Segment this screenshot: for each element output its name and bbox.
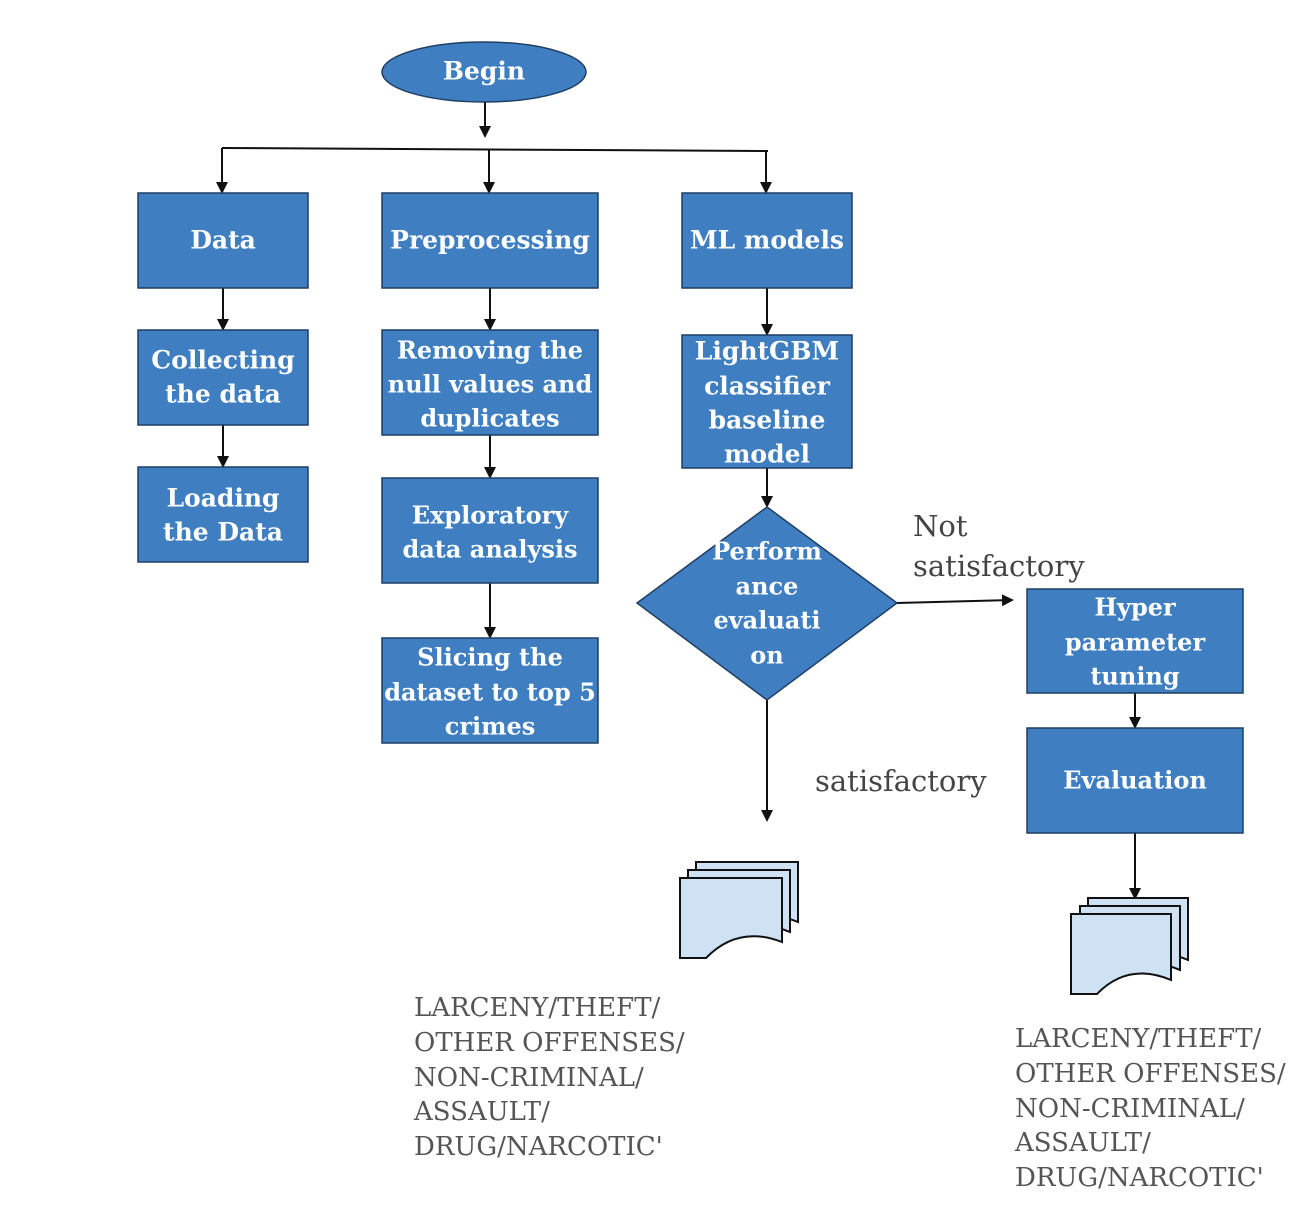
lightgbm-line-2: classifier [704, 372, 831, 401]
output-left-item: LARCENY/THEFT/ [414, 993, 661, 1023]
satisfactory-label: satisfactory [815, 764, 987, 798]
split-horizontal-line [221, 147, 769, 152]
output-list-left: LARCENY/THEFT/ OTHER OFFENSES/ NON-CRIMI… [413, 993, 685, 1162]
output-left-item: NON-CRIMINAL/ [414, 1063, 644, 1093]
output-right-item: OTHER OFFENSES/ [1015, 1059, 1286, 1089]
performance-line-3: evaluati [713, 606, 820, 635]
arrow-performance-to-hyper [896, 594, 1014, 607]
performance-line-2: ance [736, 572, 799, 601]
output-right-item: LARCENY/THEFT/ [1015, 1024, 1262, 1054]
evaluation-node: Evaluation [1026, 727, 1244, 834]
removing-line-1: Removing the [397, 336, 583, 365]
hyper-line-3: tuning [1090, 662, 1180, 691]
removing-node: Removing the null values and duplicates [381, 329, 599, 436]
not-satisfactory-line-2: satisfactory [913, 549, 1085, 583]
data-node: Data [137, 192, 309, 289]
exploratory-node: Exploratory data analysis [381, 477, 599, 584]
performance-evaluation-decision: Perform ance evaluati on [635, 506, 899, 701]
loading-node: Loading the Data [137, 466, 309, 563]
slicing-line-1: Slicing the [417, 643, 563, 672]
hyper-parameter-node: Hyper parameter tuning [1026, 588, 1244, 694]
exploratory-line-2: data analysis [402, 535, 577, 564]
lightgbm-line-4: model [724, 440, 810, 469]
begin-label: Begin [443, 57, 525, 86]
output-right-item: NON-CRIMINAL/ [1015, 1094, 1245, 1124]
evaluation-label: Evaluation [1063, 766, 1207, 795]
output-left-item: ASSAULT/ [413, 1097, 550, 1127]
documents-icon-left [679, 861, 799, 959]
documents-icon-right [1070, 897, 1189, 995]
output-right-item: ASSAULT/ [1014, 1128, 1151, 1158]
preprocessing-label: Preprocessing [390, 226, 590, 255]
slicing-line-2: dataset to top 5 [384, 678, 596, 707]
collecting-node: Collecting the data [137, 329, 309, 426]
exploratory-line-1: Exploratory [412, 501, 569, 530]
ml-models-node: ML models [681, 192, 853, 289]
data-label: Data [190, 226, 256, 255]
preprocessing-node: Preprocessing [381, 192, 599, 289]
loading-line-1: Loading [166, 484, 279, 513]
removing-line-3: duplicates [420, 404, 559, 433]
slicing-node: Slicing the dataset to top 5 crimes [381, 637, 599, 744]
output-list-right: LARCENY/THEFT/ OTHER OFFENSES/ NON-CRIMI… [1014, 1024, 1286, 1193]
hyper-line-1: Hyper [1094, 593, 1176, 622]
hyper-line-2: parameter [1065, 628, 1206, 657]
lightgbm-line-3: baseline [709, 406, 826, 435]
loading-line-2: the Data [163, 518, 283, 547]
performance-line-4: on [750, 641, 783, 670]
lightgbm-node: LightGBM classifier baseline model [681, 334, 853, 469]
slicing-line-3: crimes [445, 712, 536, 741]
output-right-item: DRUG/NARCOTIC' [1015, 1163, 1264, 1193]
collecting-line-1: Collecting [151, 346, 294, 375]
output-left-item: DRUG/NARCOTIC' [414, 1132, 663, 1162]
ml-models-label: ML models [690, 226, 844, 255]
begin-node: Begin [381, 41, 587, 103]
not-satisfactory-line-1: Not [913, 509, 968, 543]
lightgbm-line-1: LightGBM [695, 337, 839, 366]
connectors [216, 102, 1141, 900]
performance-line-1: Perform [712, 537, 822, 566]
removing-line-2: null values and [388, 370, 593, 399]
collecting-line-2: the data [165, 380, 281, 409]
output-left-item: OTHER OFFENSES/ [414, 1028, 685, 1058]
